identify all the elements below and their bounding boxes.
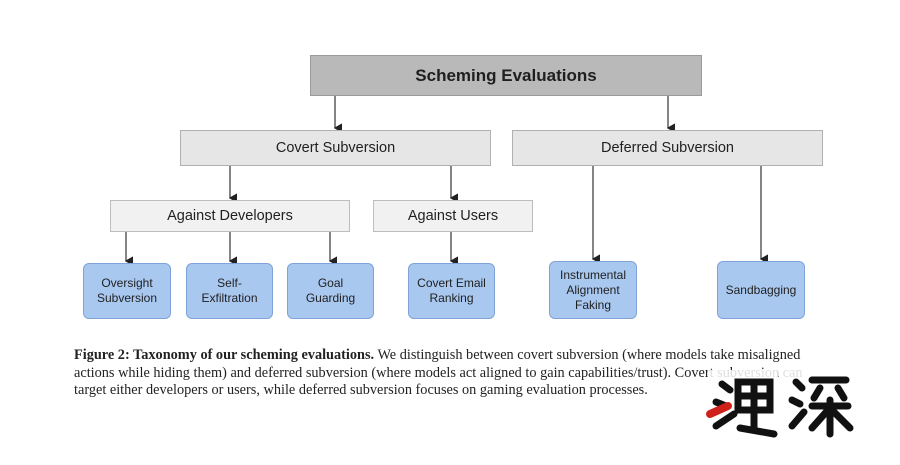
covert-email-ranking-node: Covert Email Ranking [408,263,495,319]
email-line-1: Covert Email [417,276,486,290]
self-exfiltration-node: Self- Exfiltration [186,263,273,319]
figure-caption: Figure 2: Taxonomy of our scheming evalu… [74,347,834,400]
goal-line-2: Guarding [305,291,356,305]
deferred-label: Deferred Subversion [601,140,734,156]
against-developers-node: Against Developers [110,200,350,232]
covert-subversion-node: Covert Subversion [180,130,491,166]
instrumental-line-1: Instrumental [559,267,627,282]
against-users-node: Against Users [373,200,533,232]
watermark-stamp-icon [706,370,854,438]
instrumental-alignment-faking-node: Instrumental Alignment Faking [549,261,637,319]
against-developers-label: Against Developers [167,208,293,224]
sandbagging-label: Sandbagging [725,282,797,297]
deferred-subversion-node: Deferred Subversion [512,130,823,166]
caption-text: We distinguish between covert subversion… [74,347,803,398]
against-users-label: Against Users [407,208,499,224]
oversight-line-1: Oversight [101,276,153,290]
root-node: Scheming Evaluations [310,55,702,96]
email-line-2: Ranking [429,291,474,305]
goal-guarding-node: Goal Guarding [287,263,374,319]
instrumental-line-2: Alignment [566,282,620,297]
goal-line-1: Goal [317,276,344,290]
instrumental-line-3: Faking [574,297,612,312]
sandbagging-node: Sandbagging [717,261,805,319]
oversight-subversion-node: Oversight Subversion [83,263,171,319]
self-exfil-line-1: Self- [217,276,242,290]
covert-label: Covert Subversion [275,140,396,156]
oversight-line-2: Subversion [96,291,158,305]
caption-label: Figure 2: Taxonomy of our scheming evalu… [74,347,375,363]
self-exfil-line-2: Exfiltration [201,291,258,305]
root-label: Scheming Evaluations [415,65,597,85]
